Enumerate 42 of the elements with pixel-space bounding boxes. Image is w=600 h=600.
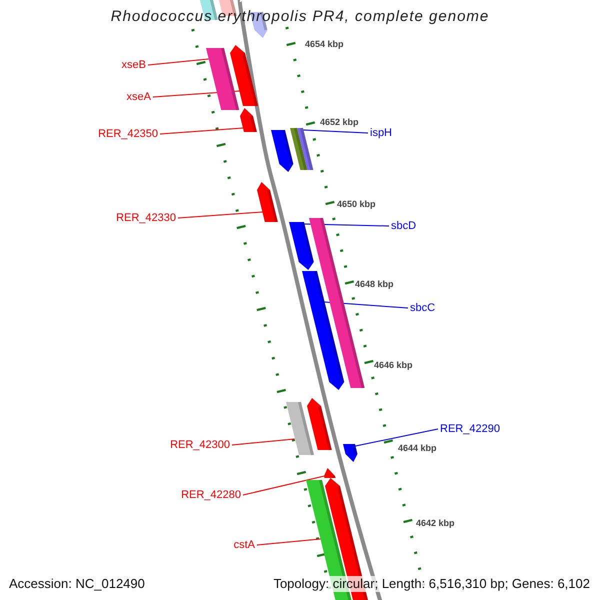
tick-label: 4646 kbp — [374, 360, 413, 371]
tick-label: 4648 kbp — [355, 279, 394, 290]
leader-line — [148, 58, 210, 66]
gene-feature — [302, 271, 344, 390]
gene-feature — [290, 128, 307, 170]
leader-line — [355, 428, 438, 446]
tick-label: 4652 kbp — [320, 117, 359, 128]
gene-label: RER_42290 — [440, 422, 500, 436]
gene-label: ispH — [370, 126, 392, 140]
gene-label: RER_42350 — [98, 127, 158, 141]
gene-label: xseB — [122, 58, 146, 72]
gene-feature — [230, 45, 258, 106]
leader-line — [160, 128, 244, 134]
leader-line — [232, 438, 296, 446]
gene-label: RER_42300 — [170, 438, 230, 452]
tick-label: 4654 kbp — [305, 39, 344, 50]
leader-line — [242, 476, 325, 496]
gene-label: xseA — [126, 90, 151, 104]
gene-feature — [343, 444, 358, 462]
gene-feature — [288, 222, 314, 270]
leader-line — [303, 130, 368, 134]
title: Rhodococcus erythropolis PR4, complete genome — [110, 8, 490, 25]
gene-label: cstA — [234, 538, 255, 552]
genome-info-text: Topology: circular; Length: 6,516,310 bp; Genes: 6,102 — [273, 576, 590, 592]
gene-feature — [286, 402, 314, 455]
gene-feature — [324, 468, 336, 478]
leader-line — [178, 212, 264, 218]
gene-label: sbcD — [391, 219, 416, 233]
tick-label: 4650 kbp — [337, 199, 376, 210]
tick-label: 4644 kbp — [398, 443, 437, 454]
leader-line — [256, 538, 321, 546]
gene-label: sbcC — [410, 301, 436, 315]
gene-feature — [271, 130, 294, 172]
tick-label: 4642 kbp — [416, 518, 455, 529]
gene-feature — [206, 48, 240, 110]
gene-feature — [240, 108, 258, 132]
gene-label: RER_42280 — [181, 488, 241, 502]
gene-feature — [297, 128, 314, 170]
accession-text: Accession: NC_012490 — [9, 576, 145, 592]
gene-feature — [257, 182, 278, 222]
gene-feature — [306, 398, 332, 450]
gene-label: RER_42330 — [116, 211, 176, 225]
